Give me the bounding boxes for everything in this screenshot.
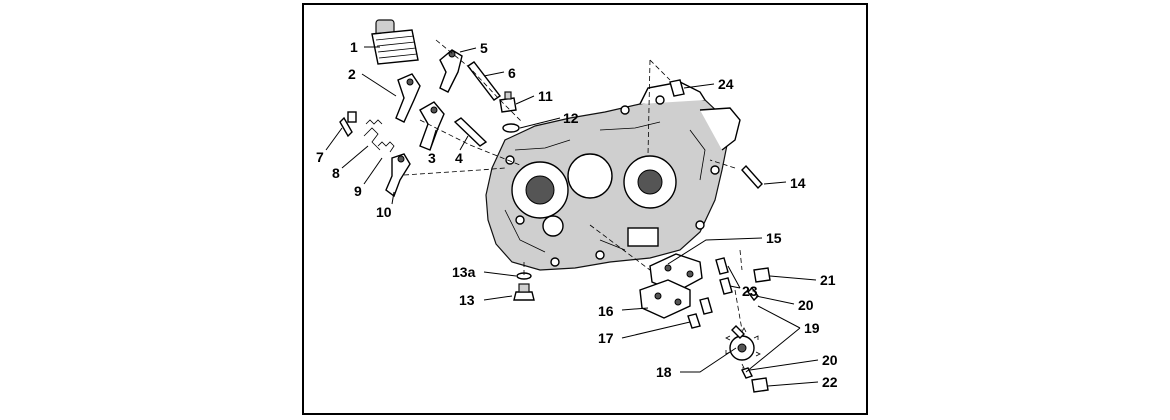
callout-11: 11: [538, 88, 553, 104]
callout-24: 24: [718, 76, 734, 92]
callout-13a: 13a: [452, 264, 476, 280]
callout-20-lower: 20: [822, 352, 838, 368]
callout-6: 6: [508, 65, 516, 81]
callout-12: 12: [563, 110, 579, 126]
callout-22: 22: [822, 374, 838, 390]
part-18-pump-gear: [725, 325, 761, 369]
part-23-screws: [699, 257, 733, 315]
callout-8: 8: [332, 165, 340, 181]
callout-7: 7: [316, 149, 324, 165]
part-16-pump-body: [639, 279, 691, 319]
callout-10: 10: [376, 204, 392, 220]
part-4-fork-shaft: [453, 117, 488, 147]
part-10-lever: [385, 153, 411, 198]
callout-14: 14: [790, 175, 806, 191]
part-8-spring: [363, 119, 383, 151]
callout-16: 16: [598, 303, 614, 319]
callout-21: 21: [820, 272, 836, 288]
crankcase: [485, 81, 741, 271]
callout-5: 5: [480, 40, 488, 56]
callout-1: 1: [350, 39, 358, 55]
part-21-key: [753, 267, 771, 283]
part-5-shift-fork: [439, 49, 463, 93]
part-22-key: [751, 377, 769, 393]
callout-17: 17: [598, 330, 614, 346]
part-1-shift-drum: [371, 19, 419, 65]
leader-lines: [325, 46, 819, 387]
part-14-stud: [741, 164, 763, 190]
part-11-plug: [499, 91, 517, 113]
callout-9: 9: [354, 183, 362, 199]
callout-13: 13: [459, 292, 475, 308]
part-6-fork-shaft: [466, 61, 502, 101]
callout-15: 15: [766, 230, 782, 246]
assembly-lines: [403, 39, 743, 331]
part-7-bolt: [339, 111, 357, 138]
part-17-screw: [687, 313, 701, 329]
part-3-shift-fork: [419, 101, 445, 151]
callout-23: 23: [742, 283, 758, 299]
callout-3: 3: [428, 150, 436, 166]
callout-18: 18: [656, 364, 672, 380]
callout-20-upper: 20: [798, 297, 814, 313]
part-13-drain-plug: [513, 283, 535, 301]
part-24-dowel: [669, 79, 685, 97]
part-9-spring: [377, 141, 395, 153]
part-20-clip-lower: [741, 367, 753, 379]
callout-labels: 1 2 3 4 5 6 7 8 9 10 11 12 13a 13 14 15 …: [316, 39, 838, 390]
part-2-shift-fork: [395, 73, 421, 123]
callout-2: 2: [348, 66, 356, 82]
part-12-washer: [502, 123, 520, 133]
callout-19: 19: [804, 320, 820, 336]
callout-4: 4: [455, 150, 463, 166]
